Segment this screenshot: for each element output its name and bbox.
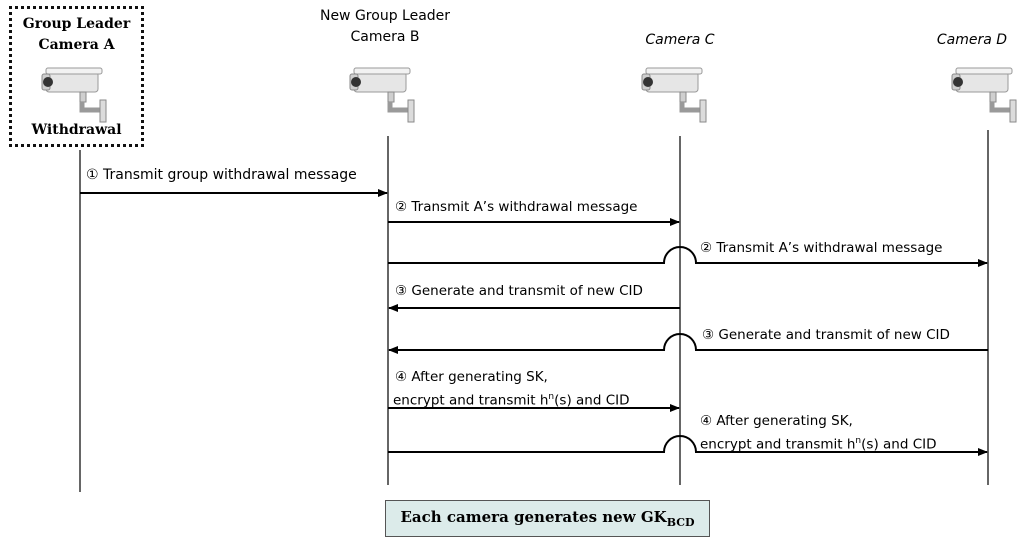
message-text: After generating SK, — [411, 369, 548, 385]
message-text: (s) and CID — [554, 392, 630, 409]
step-marker: ② — [700, 240, 713, 256]
group-leader-box — [9, 6, 144, 147]
camera-c-title: Camera C — [645, 32, 715, 48]
arrow-step3-d-to-b — [388, 333, 988, 354]
message-step1: ① Transmit group withdrawal message — [86, 167, 357, 184]
message-step3-d-to-b: ③ Generate and transmit of new CID — [702, 327, 950, 344]
camera-b-icon — [350, 68, 414, 122]
camera-b-title-line2: Camera B — [350, 29, 420, 45]
message-text: Generate and transmit of new CID — [411, 283, 643, 299]
superscript: n — [548, 392, 555, 402]
step-marker: ④ — [395, 369, 408, 385]
camera-a-title-line2: Camera A — [38, 37, 115, 53]
camera-c-icon — [642, 68, 706, 122]
camera-a-status: Withdrawal — [31, 122, 122, 138]
step-marker: ② — [395, 199, 408, 215]
message-text: Generate and transmit of new CID — [718, 327, 950, 343]
message-text: (s) and CID — [861, 436, 937, 453]
result-text: Each camera generates new GKBCD — [401, 508, 695, 529]
camera-b-title-line1: New Group Leader — [319, 8, 451, 24]
camera-d-icon — [952, 68, 1016, 122]
result-main-text: Each camera generates new GK — [400, 508, 667, 526]
arrow-step2-b-to-d — [388, 246, 988, 267]
step-marker: ③ — [395, 283, 408, 299]
message-text: Transmit A’s withdrawal message — [716, 240, 943, 256]
message-step4-b-to-c-line2: encrypt and transmit hn(s) and CID — [393, 389, 630, 410]
message-text: encrypt and transmit h — [700, 436, 856, 453]
message-step3-c-to-b: ③ Generate and transmit of new CID — [395, 283, 643, 300]
message-text: Transmit group withdrawal message — [103, 167, 357, 183]
result-subscript: BCD — [666, 516, 695, 529]
message-step4-b-to-c-line1: ④ After generating SK, — [395, 369, 548, 386]
step-marker: ④ — [700, 413, 713, 429]
message-text: After generating SK, — [716, 413, 853, 429]
camera-a-title-line1: Group Leader — [22, 16, 131, 32]
message-text: Transmit A’s withdrawal message — [411, 199, 638, 215]
step-marker: ① — [86, 167, 99, 183]
step-marker: ③ — [702, 327, 715, 343]
superscript: n — [855, 436, 862, 446]
message-step4-b-to-d-line1: ④ After generating SK, — [700, 413, 853, 430]
arrow-step4-b-to-d — [388, 435, 988, 456]
message-step2-b-to-c: ② Transmit A’s withdrawal message — [395, 199, 637, 216]
camera-d-title: Camera D — [936, 32, 1008, 48]
result-box: Each camera generates new GKBCD — [385, 500, 710, 537]
message-text: encrypt and transmit h — [393, 392, 549, 409]
message-step4-b-to-d-line2: encrypt and transmit hn(s) and CID — [700, 433, 937, 454]
message-step2-b-to-d: ② Transmit A’s withdrawal message — [700, 240, 942, 257]
